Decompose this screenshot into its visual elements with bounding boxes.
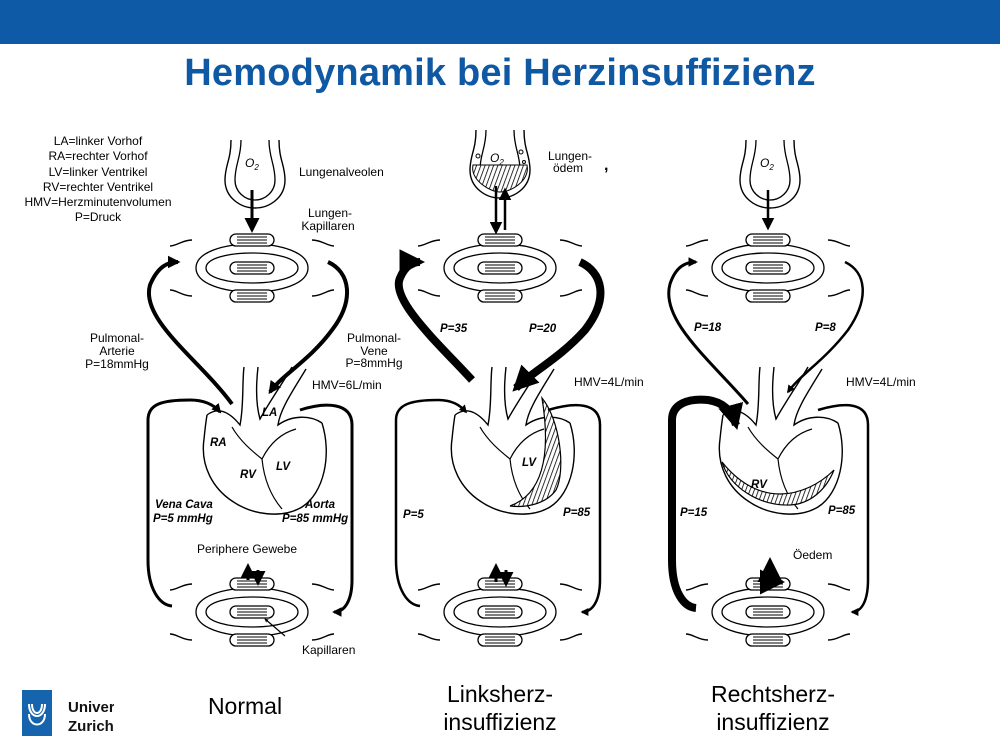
pulmonary-artery-label: Pulmonal- xyxy=(90,331,144,345)
alveolus-icon xyxy=(739,139,801,209)
panel-left-heart-failure: O2 Lungen- ödem , P=35 P=20 HMV=4L/min L… xyxy=(394,129,644,647)
aorta-pressure: P=85 mmHg xyxy=(282,513,348,525)
pressure-18-label: P=18 xyxy=(694,322,722,334)
legend-item: RV=rechter Ventrikel xyxy=(42,179,154,194)
rv-label: RV xyxy=(240,469,257,481)
hmv-right-label: HMV=4L/min xyxy=(846,375,916,389)
lung-capillaries-icon xyxy=(417,233,583,303)
o2-label: O2 xyxy=(760,156,774,172)
caption-left-heart-failure: Linksherz- insuffizienz xyxy=(410,680,590,736)
vena-cava-label: Vena Cava xyxy=(155,499,213,511)
aorta-label: Aorta xyxy=(304,499,336,511)
caption-line: insuffizienz xyxy=(443,709,557,735)
peripheral-tissue-label: Periphere Gewebe xyxy=(197,542,297,556)
stray-mark: , xyxy=(604,157,608,174)
university-name-line-2: Zurich xyxy=(68,718,114,735)
legend-item: HMV=Herzminutenvolumen xyxy=(24,195,172,210)
pressure-35-label: P=35 xyxy=(440,323,468,335)
legend-item: P=Druck xyxy=(74,210,122,225)
pressure-15-label: P=15 xyxy=(680,507,708,519)
pulmonary-vein-pressure: P=8mmHg xyxy=(345,356,402,370)
lung-capillaries-label: Lungen- xyxy=(308,206,352,220)
heart-icon xyxy=(718,366,843,515)
hmv-normal-label: HMV=6L/min xyxy=(312,378,382,392)
pressure-85-left-label: P=85 xyxy=(563,507,591,519)
lv-left-label: LV xyxy=(522,457,537,469)
caption-right-heart-failure: Rechtsherz- insuffizienz xyxy=(683,680,863,736)
capillaries-label: Kapillaren xyxy=(302,643,355,657)
caption-line: Rechtsherz- xyxy=(711,681,835,707)
ra-label: RA xyxy=(210,437,227,449)
caption-line: insuffizienz xyxy=(716,709,830,735)
caption-line: Linksherz- xyxy=(446,681,554,707)
o2-label: O2 xyxy=(490,151,504,167)
rv-right-label: RV xyxy=(751,479,768,491)
pressure-8-label: P=8 xyxy=(815,322,836,334)
panel-right-heart-failure: O2 P=18 P=8 HMV=4L/min RV P=15 P=85 Öede… xyxy=(667,139,916,647)
lv-label: LV xyxy=(276,461,291,473)
lungenalveolen-label: Lungenalveolen xyxy=(299,165,384,179)
legend-item: RA=rechter Vorhof xyxy=(48,149,148,164)
legend-item: LV=linker Ventrikel xyxy=(48,164,148,179)
lung-edema-label: Lungen- xyxy=(548,149,592,163)
pulmonary-artery-pressure: P=18mmHg xyxy=(85,357,149,371)
slide-title: Hemodynamik bei Herzinsuffizienz xyxy=(184,52,816,94)
pressure-5-label: P=5 xyxy=(403,509,424,521)
peripheral-capillaries-icon xyxy=(685,577,851,647)
panel-normal: O2 Lungenalveolen Lungen- Kapillaren Pul… xyxy=(85,139,403,657)
abbreviation-legend: LA=linker Vorhof RA=rechter Vorhof LV=li… xyxy=(8,134,188,226)
pulmonary-vein-label: Pulmonal- xyxy=(347,331,401,345)
pulmonary-vein-label-2: Vene xyxy=(360,344,388,358)
lung-capillaries-icon xyxy=(685,233,851,303)
peripheral-capillaries-icon xyxy=(169,577,335,647)
alveolus-icon xyxy=(224,139,286,209)
header-bar xyxy=(0,0,1000,44)
o2-label: O2 xyxy=(245,156,259,172)
legend-item: LA=linker Vorhof xyxy=(53,134,143,148)
edema-label: Öedem xyxy=(793,548,832,562)
lung-capillaries-icon xyxy=(169,233,335,303)
university-name: Universität Zurich xyxy=(68,698,114,736)
university-name-line-1: Universität xyxy=(68,699,114,716)
lung-edema-label-2: ödem xyxy=(553,161,583,175)
university-logo-icon xyxy=(22,690,52,736)
la-label: LA xyxy=(262,407,277,419)
caption-normal: Normal xyxy=(207,693,283,719)
hmv-left-label: HMV=4L/min xyxy=(574,375,644,389)
pulmonary-artery-label-2: Arterie xyxy=(99,344,135,358)
pressure-85-right-label: P=85 xyxy=(828,505,856,517)
pressure-20-label: P=20 xyxy=(529,323,557,335)
lung-capillaries-label-2: Kapillaren xyxy=(301,219,354,233)
peripheral-capillaries-icon xyxy=(417,577,583,647)
vena-cava-pressure: P=5 mmHg xyxy=(153,513,213,525)
